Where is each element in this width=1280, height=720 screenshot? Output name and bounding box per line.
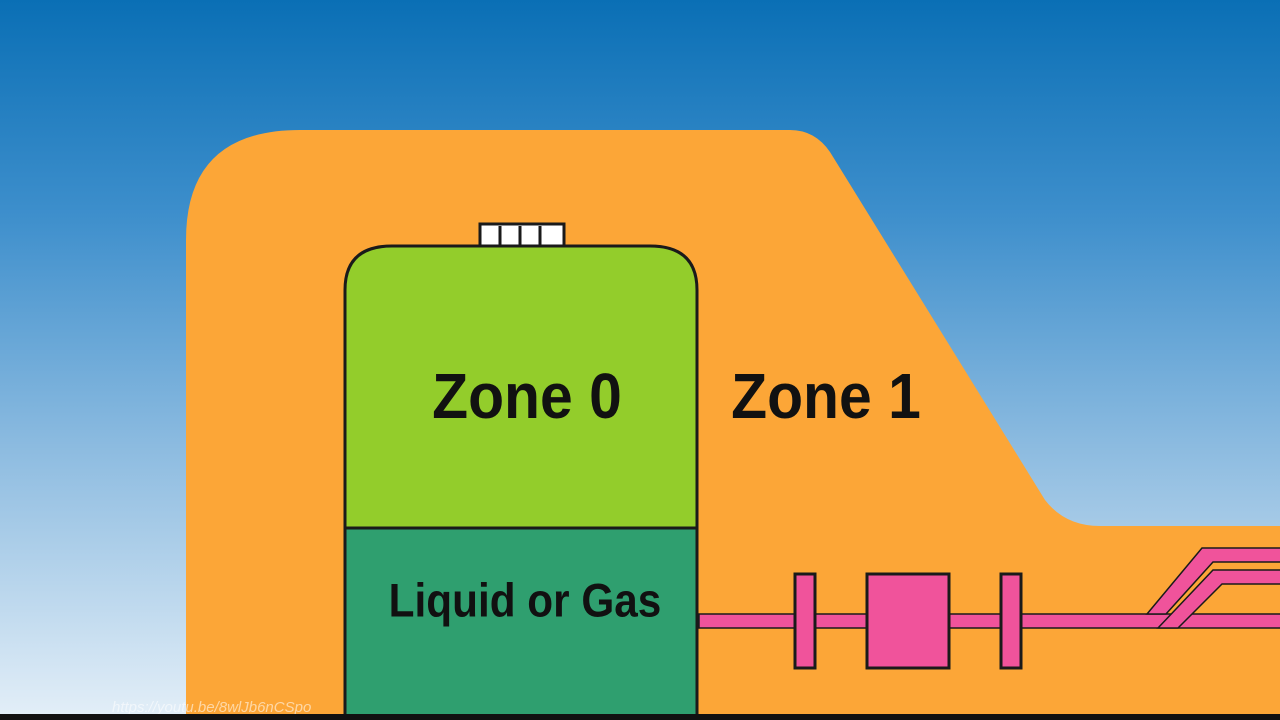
liquid-or-gas-label: Liquid or Gas xyxy=(388,573,662,627)
tank-outline xyxy=(343,244,699,718)
source-watermark: https://youtu.be/8wlJb6nCSpo xyxy=(112,699,312,716)
flange-icon xyxy=(793,572,817,670)
zone-0-label: Zone 0 xyxy=(432,360,622,432)
pipe-icon xyxy=(698,547,1280,629)
bottom-border xyxy=(0,714,1280,720)
liquid-or-gas-region xyxy=(345,528,697,718)
zone-0-region xyxy=(345,246,697,528)
flange-icon xyxy=(999,572,1023,670)
zone-1-label: Zone 1 xyxy=(731,360,921,432)
valve-icon xyxy=(865,572,951,670)
